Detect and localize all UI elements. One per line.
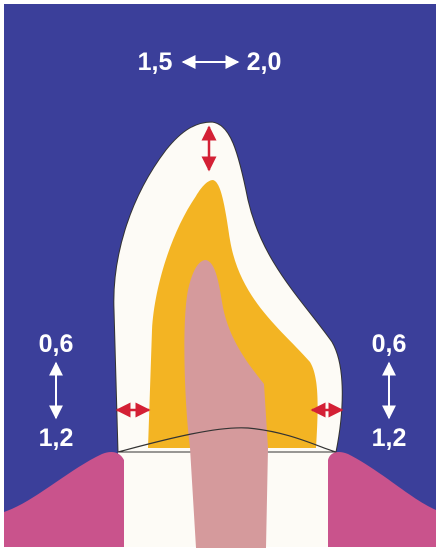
top-min-label: 1,5 [138,48,173,76]
right-max-label: 1,2 [372,424,407,452]
right-min-label: 0,6 [372,330,407,358]
left-min-label: 0,6 [39,330,74,358]
top-max-label: 2,0 [247,48,282,76]
left-max-label: 1,2 [39,424,74,452]
